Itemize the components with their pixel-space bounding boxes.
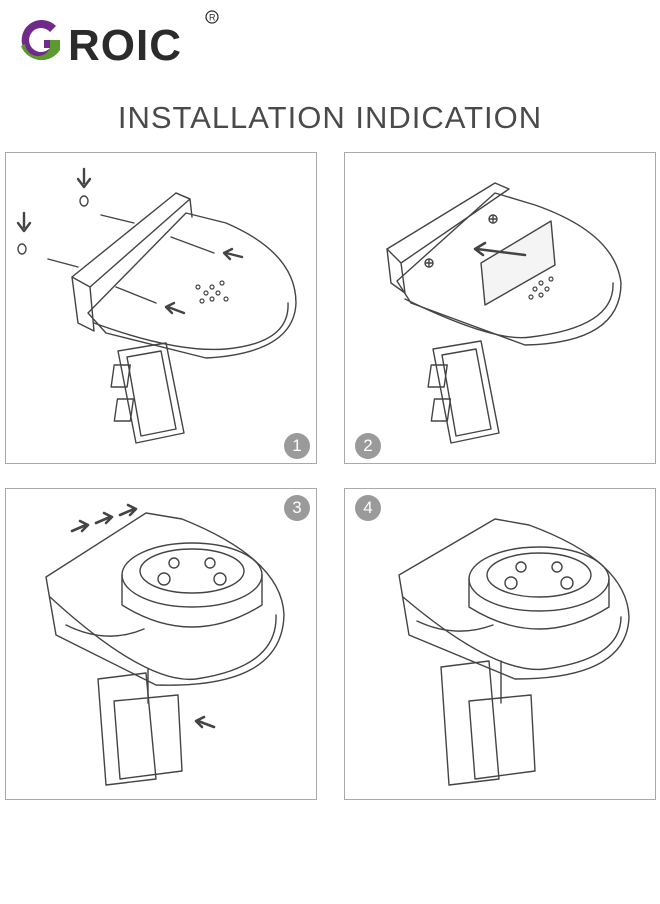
registered-mark: R bbox=[209, 13, 216, 23]
step-4-badge: 4 bbox=[355, 495, 381, 521]
step-1-badge: 1 bbox=[284, 433, 310, 459]
step-1-illustration bbox=[16, 167, 297, 444]
brand-logo: ROIC R bbox=[21, 10, 219, 70]
step-2-badge: 2 bbox=[355, 433, 381, 459]
step-2-illustration bbox=[386, 182, 622, 444]
step-3-badge: 3 bbox=[284, 495, 310, 521]
step-4-illustration bbox=[398, 518, 630, 786]
step-4-panel: 4 bbox=[344, 488, 656, 800]
step-3-illustration bbox=[45, 503, 285, 786]
step-3-panel: 3 bbox=[5, 488, 317, 800]
page-title: INSTALLATION INDICATION bbox=[117, 100, 543, 135]
brand-wordmark: ROIC bbox=[68, 21, 182, 70]
step-2-panel: 2 bbox=[344, 152, 656, 464]
step-1-panel: 1 bbox=[5, 152, 317, 464]
